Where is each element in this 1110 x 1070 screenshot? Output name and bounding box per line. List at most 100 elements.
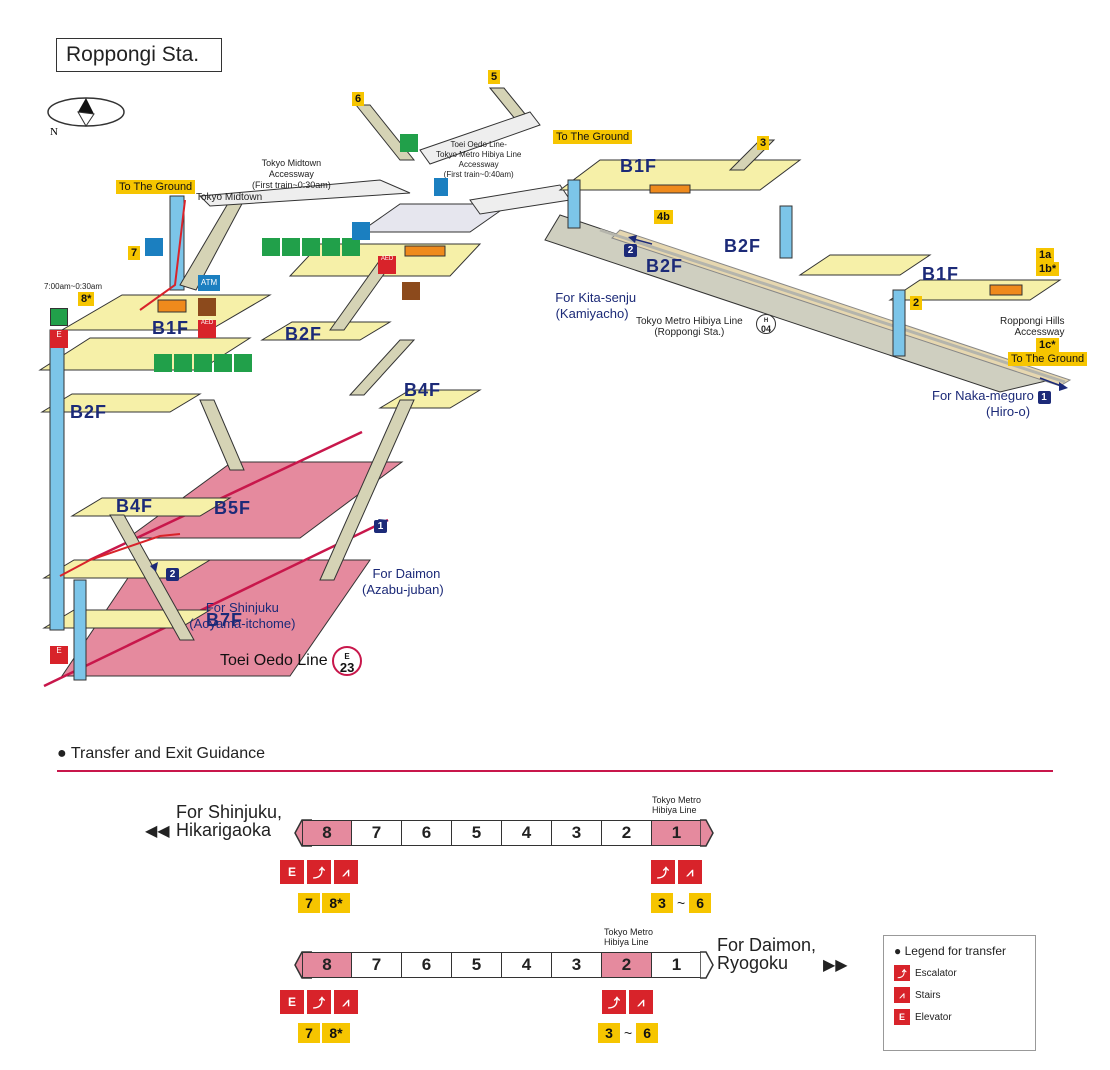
exit-badge: 7 [128, 246, 141, 260]
floor-label: B5F [214, 498, 252, 518]
stairs-icon: ⩘ [894, 987, 910, 1003]
exit-badge: 6 [352, 92, 365, 106]
exit-badge: 1a [1036, 248, 1055, 262]
right-arrow-icon: ▶▶ [823, 957, 848, 974]
direction-hiro-o: (Hiro-o) [986, 404, 1031, 419]
escalator-icon: ⤴ [894, 965, 910, 981]
hours-note: 7:00am~0:30am [44, 282, 103, 291]
floor-label: B1F [922, 264, 960, 284]
exit-badge: 8* [322, 1023, 350, 1043]
range-tilde: ~ [677, 895, 686, 911]
stairs-icon: ⩘ [334, 990, 358, 1014]
direction-kita-senju: 2 For Kita-senju (Kamiyacho) [555, 244, 637, 321]
transfer-divider [57, 770, 1053, 772]
tokyo-midtown-label: Tokyo Midtown [196, 192, 263, 203]
car-7: 7 [352, 820, 402, 846]
car-6: 6 [402, 952, 452, 978]
elevator-icon: E [50, 646, 68, 664]
roppongi-hills-accessway-label: Roppongi Hills Accessway [1000, 316, 1065, 338]
stairs-icon: ⩘ [678, 860, 702, 884]
floor-label: B2F [285, 324, 323, 344]
legend-title: ● Legend for transfer [894, 944, 1006, 958]
exit-badge: 5 [488, 70, 501, 84]
elevator-icon: E [894, 1009, 910, 1025]
train2-cars: 8 7 6 5 4 3 2 1 [302, 952, 702, 978]
train2-tail [700, 951, 714, 979]
oedo-hibiya-accessway-label: Toei Oedo Line- Tokyo Metro Hibiya Line … [436, 140, 522, 179]
range-tilde: ~ [624, 1025, 633, 1041]
car-4: 4 [502, 820, 552, 846]
compass-icon: N [47, 97, 125, 137]
car-1: 1 [652, 820, 702, 846]
floor-label: B1F [152, 318, 190, 338]
train1-destination: For Shinjuku, Hikarigaoka [176, 802, 283, 840]
escalator-icon: ⤴ [602, 990, 626, 1014]
train2-right-exits: 3~6 [598, 1023, 659, 1043]
phone-icon [402, 282, 420, 300]
car-3: 3 [552, 820, 602, 846]
train2-destination: For Daimon, Ryogoku [717, 935, 817, 973]
escalator-icon: ⤴ [307, 860, 331, 884]
stairs-icon: ⩘ [334, 860, 358, 884]
car-7: 7 [352, 952, 402, 978]
exit-badge: 3 [598, 1023, 620, 1043]
train1-cars: 8 7 6 5 4 3 2 1 [302, 820, 702, 846]
car-4: 4 [502, 952, 552, 978]
car-8: 8 [302, 820, 352, 846]
exit-badge: 7 [298, 893, 320, 913]
b5f-platform [126, 461, 404, 539]
elevator-icon: E [50, 330, 68, 348]
floor-label: B7F [206, 610, 244, 630]
transfer-heading: ● Transfer and Exit Guidance [57, 745, 265, 762]
elevator-icon [352, 222, 370, 240]
station-title: Roppongi Sta. [56, 38, 222, 72]
to-the-ground-label: To The Ground [1008, 352, 1088, 366]
floor-label: B4F [404, 380, 442, 400]
exit-badge: 4b [654, 210, 673, 224]
train2-right-icons: ⤴⩘ [602, 990, 653, 1014]
car-5: 5 [452, 952, 502, 978]
exit-badge: 6 [689, 893, 712, 913]
to-the-ground-label: To The Ground [116, 180, 196, 194]
car-5: 5 [452, 820, 502, 846]
midtown-accessway-label: Tokyo Midtown Accessway (First train~0:3… [252, 158, 331, 190]
to-the-ground-label: To The Ground [553, 130, 633, 144]
train2-left-icons: E⤴⩘ [280, 990, 358, 1014]
direction-shinjuku: 2 For Shinjuku (Aoyama-itchome) [166, 568, 295, 632]
elevator-icon [145, 238, 163, 256]
toilet-icons-b1f [154, 354, 252, 372]
elevator-icon: E [280, 860, 304, 884]
compass-n: N [50, 126, 58, 137]
floor-label: B1F [620, 156, 658, 176]
legend-item-stairs: ⩘Stairs [894, 987, 1035, 1003]
floor-label: B2F [70, 402, 108, 422]
escalator-icon: ⤴ [307, 990, 331, 1014]
phone-icon [434, 178, 448, 196]
elevator-icon: E [280, 990, 304, 1014]
hibiya-line-label: Tokyo Metro Hibiya Line (Roppongi Sta.) [636, 316, 743, 338]
hibiya-direction-num: 1 [1037, 391, 1051, 404]
train1-tail [700, 819, 714, 847]
exit-badge: 3 [651, 893, 673, 913]
toei-direction-num: 2 [166, 568, 179, 581]
hibiya-direction-num: 2 [624, 244, 637, 257]
ticket-machine-icon [50, 308, 68, 326]
left-arrow-icon: ◀◀ [145, 823, 170, 840]
train1-left-icons: E⤴⩘ [280, 860, 358, 884]
car-2: 2 [602, 952, 652, 978]
car-1: 1 [652, 952, 702, 978]
atm-icon: ATM [198, 275, 220, 291]
exit-badge: 6 [636, 1023, 659, 1043]
train1-right-exits: 3~6 [651, 893, 712, 913]
exit-badge: 1c* [1036, 338, 1059, 352]
stairs-icon: ⩘ [629, 990, 653, 1014]
car-8: 8 [302, 952, 352, 978]
escalator-icon: ⤴ [651, 860, 675, 884]
ticket-machine-icon [400, 134, 418, 152]
b7f-platform [61, 559, 371, 677]
exit-badge: 8* [78, 292, 95, 306]
